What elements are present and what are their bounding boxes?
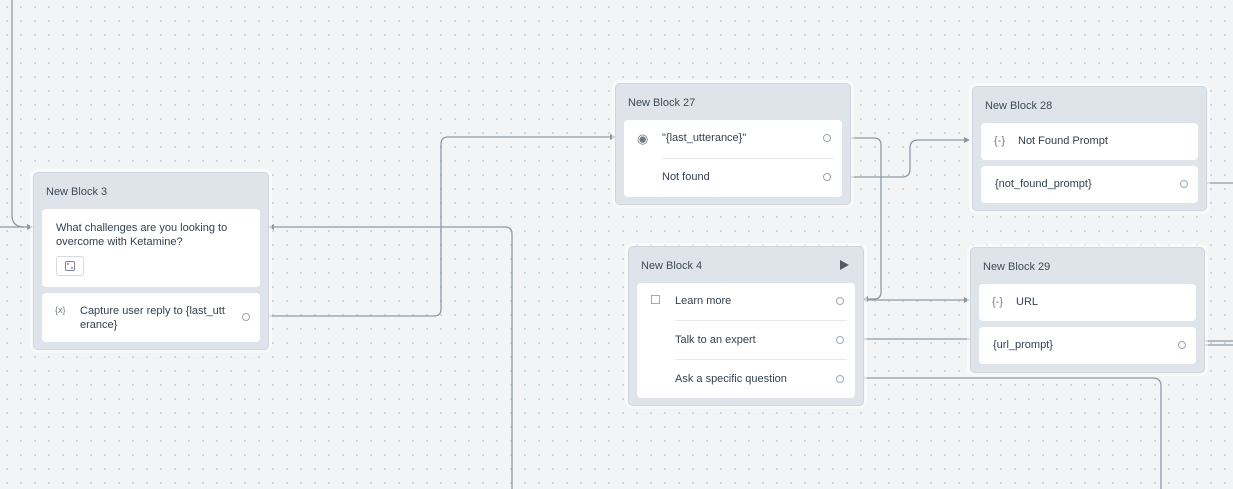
ask-question-output-port[interactable]: [836, 375, 844, 383]
choice-card[interactable]: ◉ "{last_utterance}" Not found: [624, 120, 842, 197]
variable-step[interactable]: {url_prompt}: [979, 327, 1196, 364]
set-variable-label: Not Found Prompt: [1018, 135, 1108, 147]
block-4[interactable]: New Block 4 ☐ Learn more Talk to an expe…: [628, 246, 864, 406]
buttons-card[interactable]: ☐ Learn more Talk to an expert Ask a spe…: [637, 283, 855, 398]
play-icon[interactable]: [840, 260, 849, 270]
choice-talk-to-expert[interactable]: Talk to an expert: [675, 334, 756, 346]
set-variable-step[interactable]: {-} URL: [979, 284, 1196, 321]
choice-label: "{last_utterance}": [662, 132, 747, 144]
block-28[interactable]: New Block 28 {-} Not Found Prompt {not_f…: [972, 86, 1207, 211]
capture-output-port[interactable]: [242, 313, 250, 321]
set-variable-step[interactable]: {-} Not Found Prompt: [981, 123, 1198, 160]
block-29[interactable]: New Block 29 {-} URL {url_prompt}: [970, 247, 1205, 373]
dice-icon: [65, 261, 75, 271]
choice-learn-more[interactable]: Learn more: [675, 295, 732, 307]
divider: [675, 320, 847, 321]
variable-output-port[interactable]: [1180, 180, 1188, 188]
speak-step[interactable]: What challenges are you looking to overc…: [42, 209, 260, 287]
variable-output-port[interactable]: [1178, 341, 1186, 349]
choice-ask-question[interactable]: Ask a specific question: [675, 373, 787, 385]
block-27[interactable]: New Block 27 ◉ "{last_utterance}" Not fo…: [615, 83, 851, 205]
divider: [662, 158, 834, 159]
set-variable-icon: {-}: [992, 296, 1004, 308]
block-title: New Block 27: [628, 97, 696, 109]
globe-icon: ◉: [637, 131, 649, 146]
divider: [675, 359, 847, 360]
variable-step[interactable]: {not_found_prompt}: [981, 166, 1198, 203]
variable-label: {not_found_prompt}: [995, 178, 1092, 190]
intent-icon: ☐: [650, 293, 661, 307]
block-title: New Block 3: [46, 186, 108, 198]
block-3[interactable]: New Block 3 What challenges are you look…: [33, 172, 269, 350]
capture-icon: {x}: [55, 305, 66, 315]
set-variable-label: URL: [1016, 296, 1039, 308]
block-title: New Block 28: [985, 100, 1053, 112]
choice-output-port[interactable]: [823, 134, 831, 142]
block-title: New Block 29: [983, 261, 1051, 273]
capture-step[interactable]: {x} Capture user reply to {last_utt eran…: [42, 293, 260, 342]
capture-step-text: Capture user reply to {last_utt erance}: [80, 305, 225, 331]
not-found-output-port[interactable]: [823, 173, 831, 181]
variable-label: {url_prompt}: [993, 339, 1053, 351]
speak-step-text: What challenges are you looking to overc…: [56, 222, 228, 248]
block-title: New Block 4: [641, 260, 703, 272]
set-variable-icon: {-}: [994, 135, 1006, 147]
not-found-label: Not found: [662, 171, 710, 183]
randomize-button[interactable]: [56, 256, 84, 276]
talk-to-expert-output-port[interactable]: [836, 336, 844, 344]
learn-more-output-port[interactable]: [836, 297, 844, 305]
